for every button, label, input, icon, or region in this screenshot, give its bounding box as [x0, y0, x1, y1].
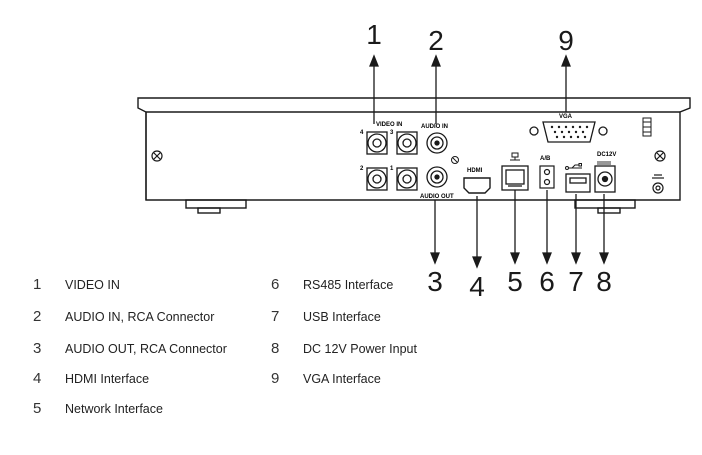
channel-4-label: 4: [360, 130, 364, 136]
legend-label: DC 12V Power Input: [303, 342, 417, 356]
small-screw-icon: [451, 156, 459, 164]
dc12v-panel-label: DC12V: [597, 152, 616, 158]
legend-label: VIDEO IN: [65, 278, 120, 292]
legend-number: 3: [33, 340, 42, 357]
usb-icon: [565, 163, 582, 170]
audio-in-connector: [426, 132, 448, 154]
rs485-terminal: [539, 165, 555, 189]
legend-number: 7: [271, 308, 280, 325]
legend-number: 1: [33, 276, 42, 293]
callout-number-1: 1: [366, 19, 382, 50]
legend: 1 VIDEO IN 2 AUDIO IN, RCA Connector 3 A…: [0, 268, 702, 438]
legend-item-1: 1 VIDEO IN: [33, 276, 120, 293]
hdmi-panel-label: HDMI: [467, 168, 483, 174]
video-in-panel-label: VIDEO IN: [376, 122, 402, 128]
legend-label: AUDIO OUT, RCA Connector: [65, 342, 227, 356]
usb-port: [565, 173, 591, 193]
dc-polarity-icon: [597, 161, 611, 165]
legend-item-2: 2 AUDIO IN, RCA Connector: [33, 308, 214, 325]
channel-3-label: 3: [390, 130, 394, 136]
callout-arrows: [369, 54, 609, 269]
callout-number-5: 5: [507, 266, 523, 297]
chassis: [137, 97, 691, 214]
legend-label: USB Interface: [303, 310, 381, 324]
legend-item-5: 5 Network Interface: [33, 400, 163, 417]
legend-label: Network Interface: [65, 402, 163, 416]
callout-number-6: 6: [539, 266, 555, 297]
legend-item-6: 6 RS485 Interface: [271, 276, 393, 293]
legend-label: HDMI Interface: [65, 372, 150, 386]
audio-out-panel-label: AUDIO OUT: [420, 194, 454, 200]
callout-number-8: 8: [596, 266, 612, 297]
legend-number: 9: [271, 370, 280, 387]
network-port: [501, 165, 529, 191]
legend-label: AUDIO IN, RCA Connector: [65, 310, 215, 324]
callout-number-3: 3: [427, 266, 443, 297]
legend-item-3: 3 AUDIO OUT, RCA Connector: [33, 340, 227, 357]
audio-in-panel-label: AUDIO IN: [421, 124, 448, 130]
vga-panel-label: VGA: [559, 114, 573, 120]
channel-2-label: 2: [360, 166, 364, 172]
legend-number: 5: [33, 400, 42, 417]
left-screw: [151, 150, 163, 162]
vga-pins: [550, 125, 589, 139]
legend-item-7: 7 USB Interface: [271, 308, 381, 325]
legend-item-4: 4 HDMI Interface: [33, 370, 149, 387]
callout-number-2: 2: [428, 25, 444, 56]
channel-1-label: 1: [390, 166, 394, 172]
callout-number-9: 9: [558, 25, 574, 56]
legend-number: 6: [271, 276, 280, 293]
right-screw: [654, 150, 666, 162]
audio-out-connector: [426, 166, 448, 188]
legend-item-8: 8 DC 12V Power Input: [271, 340, 417, 357]
ground-terminal-icon: [652, 174, 664, 194]
rear-panel-diagram: VIDEO IN 4 3 2 1 AUDIO IN AUDIO OUT HDMI…: [137, 19, 691, 300]
vent-icon: [642, 117, 652, 137]
rs485-panel-label: A/B: [540, 156, 551, 162]
network-icon: [510, 152, 520, 161]
legend-label: RS485 Interface: [303, 278, 394, 292]
legend-number: 2: [33, 308, 42, 325]
vga-port: [529, 121, 608, 143]
legend-item-9: 9 VGA Interface: [271, 370, 381, 387]
video-in-connectors: [366, 131, 418, 191]
hdmi-port: [463, 177, 491, 194]
legend-number: 4: [33, 370, 42, 387]
legend-label: VGA Interface: [303, 372, 381, 386]
dc-power-port: [594, 165, 616, 193]
legend-number: 8: [271, 340, 280, 357]
callout-number-7: 7: [568, 266, 584, 297]
callout-number-4: 4: [469, 271, 485, 300]
